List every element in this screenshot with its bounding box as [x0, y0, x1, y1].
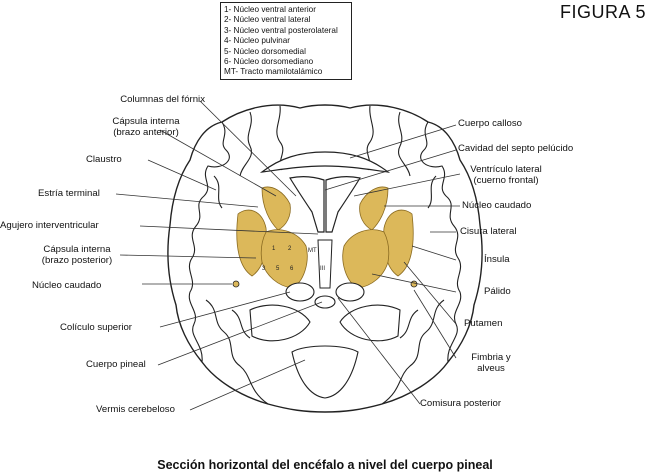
mark-1: 1	[272, 246, 276, 252]
ventricles	[259, 151, 391, 233]
legend-box: 1- Núcleo ventral anterior 2- Núcleo ven…	[220, 2, 352, 80]
label-line: (brazo posterior)	[41, 255, 113, 266]
figure-label: FIGURA 5	[559, 2, 646, 22]
label-claustro: Claustro	[86, 154, 122, 165]
legend-item: MT- Tracto mamilotalámico	[224, 67, 323, 77]
legend-item: 3- Núcleo ventral posterolateral	[224, 25, 338, 35]
label-nucleo-caudado-right: Núcleo caudado	[462, 200, 532, 211]
label-capsula-anterior: Cápsula interna (brazo anterior)	[96, 116, 196, 138]
label-line: Cápsula interna	[112, 116, 180, 127]
label-estria-terminal: Estría terminal	[38, 188, 100, 199]
label-nucleo-caudado-left: Núcleo caudado	[32, 280, 102, 291]
leader-lines-right	[324, 124, 461, 405]
leader-lines-left	[115, 100, 323, 411]
label-columnas-fornix: Columnas del fórnix	[120, 94, 205, 105]
label-line: Cápsula interna	[43, 244, 111, 255]
label-line: Fimbria y	[471, 352, 511, 363]
caudate-right	[359, 186, 389, 231]
label-line: Ventrículo lateral	[470, 164, 542, 175]
posterior-structures	[249, 282, 401, 399]
label-line: (brazo anterior)	[113, 127, 179, 138]
label-coliculo-superior: Colículo superior	[60, 322, 132, 333]
label-cisura-lateral: Cisura lateral	[460, 226, 517, 237]
label-agujero-interventricular: Agujero interventricular	[0, 220, 99, 231]
label-line: (cuerno frontal)	[473, 175, 539, 186]
label-cuerpo-pineal: Cuerpo pineal	[86, 359, 146, 370]
gyri-right	[366, 105, 462, 405]
label-comisura-posterior: Comisura posterior	[420, 398, 502, 409]
mark-6: 6	[290, 266, 294, 272]
label-capsula-posterior: Cápsula interna (brazo posterior)	[32, 244, 122, 266]
legend-item: 5- Núcleo dorsomedial	[224, 46, 306, 56]
mark-mt: MT	[308, 248, 317, 254]
label-vermis: Vermis cerebeloso	[96, 404, 175, 415]
label-insula: Ínsula	[484, 254, 510, 265]
label-cuerpo-calloso: Cuerpo calloso	[458, 118, 522, 129]
mark-iii: III	[320, 266, 325, 272]
label-palido: Pálido	[484, 286, 511, 297]
label-line: alveus	[477, 363, 505, 374]
legend-item: 1- Núcleo ventral anterior	[224, 5, 316, 14]
label-ventriculo-lateral: Ventrículo lateral (cuerno frontal)	[456, 164, 556, 186]
mark-3: 3	[262, 266, 266, 272]
label-septo: Cavidad del septo pelúcido	[458, 143, 574, 154]
legend-item: 6- Núcleo dorsomediano	[224, 57, 314, 67]
legend-item: 4- Núcleo pulvinar	[224, 36, 290, 46]
third-ventricle	[317, 239, 333, 289]
label-fimbria: Fimbria y alveus	[456, 352, 526, 374]
caudate-left	[261, 186, 291, 231]
figure-caption: Sección horizontal del encéfalo a nivel …	[157, 458, 493, 472]
label-putamen: Putamen	[464, 318, 503, 329]
nuclei	[236, 186, 414, 289]
mark-5: 5	[276, 266, 280, 272]
mark-2: 2	[288, 246, 292, 252]
legend-item: 2- Núcleo ventral lateral	[224, 15, 311, 25]
